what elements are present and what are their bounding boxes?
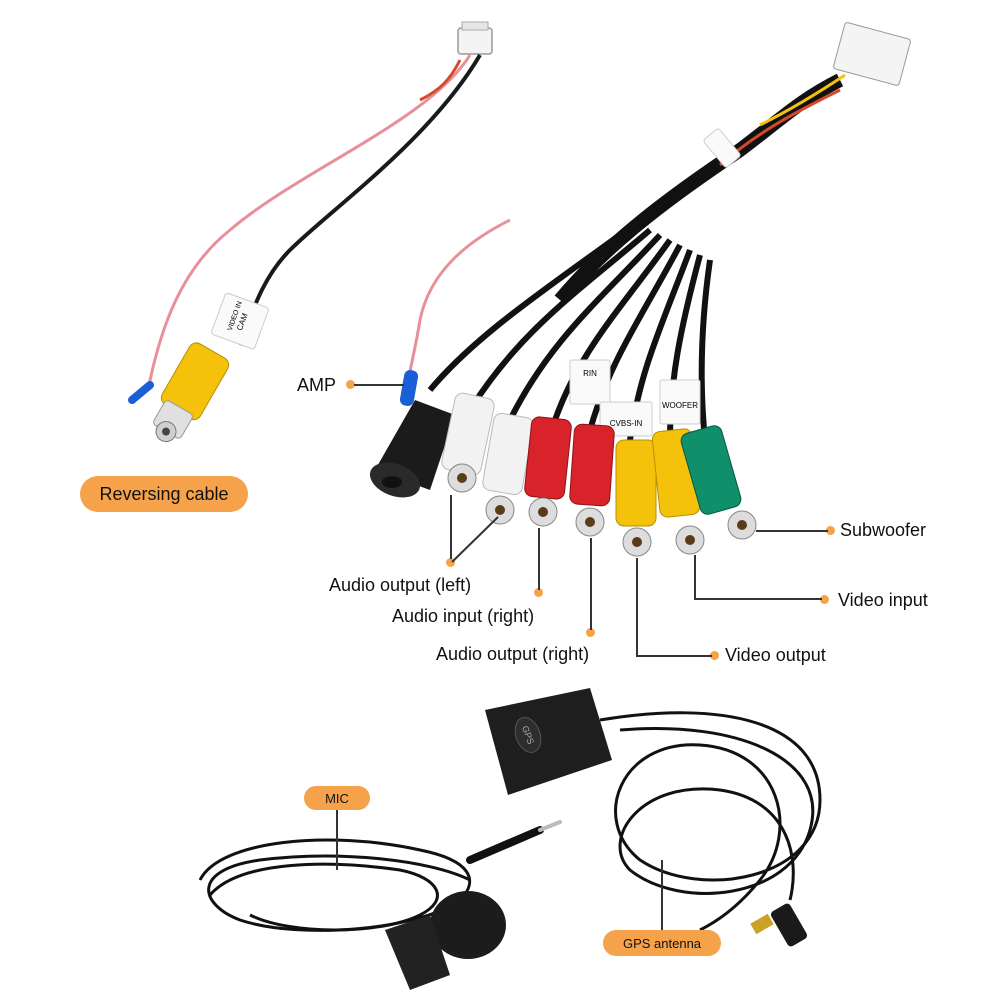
mic-foam: [430, 891, 506, 959]
audio-output-left-label: Audio output (left): [329, 575, 472, 595]
audio-output-right-leader: [590, 538, 592, 630]
video-output-leader-h: [636, 655, 712, 657]
amp-jack-plug: [369, 400, 455, 498]
red-rca-cable-2: [587, 243, 683, 431]
mic-plug-tip: [538, 820, 562, 832]
rca-white-left: [441, 392, 495, 493]
orange-dot-icon: [586, 628, 595, 637]
amp-leader-line: [354, 384, 404, 386]
video-input-leader-h: [694, 598, 822, 600]
reversing-cable-illustration: CAM VIDEO IN: [128, 21, 493, 443]
video-input-label: Video input: [838, 590, 928, 610]
reversing-cable-label: Reversing cable: [80, 476, 248, 512]
gps-connector: [770, 903, 808, 947]
orange-dot-icon: [820, 595, 829, 604]
video-output-leader-v: [636, 558, 638, 657]
black-wire: [238, 53, 482, 346]
orange-dot-icon: [346, 380, 355, 389]
white-rca-cable-2: [507, 232, 663, 422]
woofer-tag-text: WOOFER: [662, 401, 698, 410]
gps-puck: [485, 688, 612, 795]
cam-tag: [211, 292, 269, 350]
subwoofer-leader-line: [756, 530, 828, 532]
audio-output-left-leader-a: [450, 495, 452, 559]
amp-blue-tip: [399, 370, 419, 406]
orange-dot-icon: [710, 651, 719, 660]
cam-connector-pins: [461, 21, 489, 31]
gps-cable-coil-2: [618, 726, 815, 901]
reversing-rca-plug: [153, 342, 230, 443]
gps-connector-tip: [750, 913, 774, 935]
woofer-tag: [659, 379, 701, 425]
subwoofer-label: Subwoofer: [840, 520, 927, 540]
amp-pink-wire: [408, 218, 511, 373]
gps-cable-coil-1: [599, 711, 822, 932]
cvbs-tag: [599, 401, 653, 437]
rin-tag-text: RIN: [583, 369, 597, 378]
audio-input-right-label: Audio input (right): [392, 606, 535, 626]
rca-red-2: [569, 423, 615, 537]
rca-green: [680, 425, 757, 540]
gps-logo: [514, 717, 542, 753]
blue-tip: [128, 381, 154, 404]
gps-antenna-illustration: GPS: [485, 688, 822, 947]
green-rca-cable: [698, 259, 713, 441]
mic-cable-coil-2: [208, 862, 439, 932]
video-input-leader-v: [694, 555, 696, 600]
mic-clip: [385, 915, 450, 990]
gps-antenna-label: GPS antenna: [603, 930, 721, 956]
rca-white-right: [482, 412, 534, 525]
mic-leader-line: [336, 810, 338, 870]
cable-tie: [703, 128, 741, 168]
mic-label: MIC: [304, 786, 370, 810]
red-rca-cable-1: [552, 238, 673, 422]
amp-label: AMP: [297, 375, 337, 395]
audio-input-right-leader: [538, 528, 540, 590]
pink-wire: [146, 54, 472, 391]
cam-connector-block: [457, 27, 493, 55]
cvbs-tag-text: CVBS-IN: [610, 419, 643, 428]
gps-leader-line: [661, 860, 663, 930]
main-harness-illustration: RIN CVBS-IN WOOFER: [369, 22, 911, 557]
audio-output-right-label: Audio output (right): [436, 644, 590, 664]
orange-dot-icon: [826, 526, 835, 535]
main-connector: [833, 22, 911, 86]
audio-output-left-leader-b: [451, 516, 499, 563]
video-output-label: Video output: [725, 645, 826, 665]
orange-dot-icon: [534, 588, 543, 597]
rca-yellow-1: [615, 439, 657, 557]
yellow-lead: [759, 73, 846, 127]
white-rca-cable-1: [467, 227, 652, 412]
orange-dot-icon: [446, 558, 455, 567]
mic-illustration: [198, 820, 562, 990]
amp-jack-cable: [427, 217, 642, 392]
rca-red-1: [524, 416, 572, 527]
rin-tag: [569, 359, 611, 405]
mic-plug-body: [466, 826, 544, 864]
red-wire-segment: [419, 59, 462, 102]
